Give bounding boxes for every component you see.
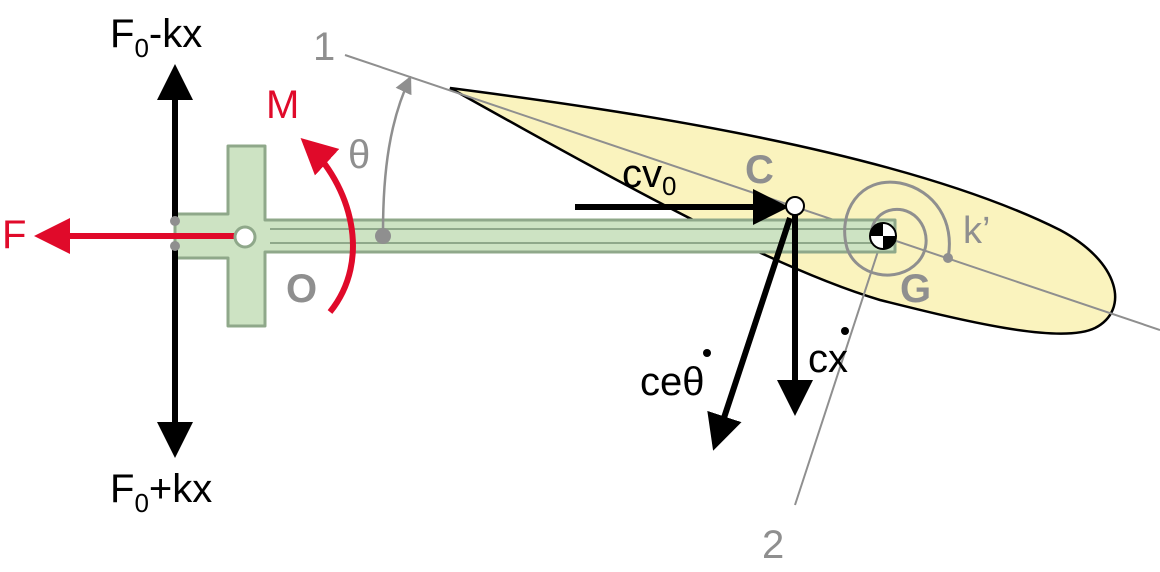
cv0-label: cv0 bbox=[622, 152, 676, 201]
theta-pivot-dot bbox=[375, 228, 391, 244]
cetheta-label: ceθ bbox=[640, 360, 705, 404]
cetheta-force-arrow bbox=[707, 217, 793, 451]
pivot-o-icon bbox=[233, 225, 257, 249]
cx-dot-icon bbox=[841, 327, 849, 335]
moment-arrow bbox=[300, 137, 356, 314]
drag-force-label: F bbox=[2, 213, 26, 257]
top-attachment-dot bbox=[170, 216, 180, 226]
torsion-spring-icon bbox=[843, 180, 953, 277]
axis-2-label: 2 bbox=[762, 523, 784, 567]
point-c-icon bbox=[785, 196, 805, 216]
mass-center-g-icon bbox=[869, 222, 897, 250]
top-force-label: F0-kx bbox=[110, 12, 202, 63]
moment-label: M bbox=[266, 83, 299, 127]
cetheta-dot-icon bbox=[703, 349, 711, 357]
axis-1-label: 1 bbox=[313, 25, 335, 69]
torsion-spring-label: k’ bbox=[963, 210, 990, 252]
reference-axis-1 bbox=[344, 54, 1160, 331]
theta-label: θ bbox=[348, 133, 370, 177]
theta-arc bbox=[381, 75, 412, 233]
point-c-label: C bbox=[745, 148, 774, 192]
bottom-force-label: F0+kx bbox=[110, 467, 212, 518]
bottom-attachment-dot bbox=[170, 241, 180, 251]
origin-label: O bbox=[286, 267, 317, 311]
cx-label: cx bbox=[808, 337, 848, 381]
reference-axis-2 bbox=[794, 235, 884, 506]
point-g-label: G bbox=[900, 267, 931, 311]
